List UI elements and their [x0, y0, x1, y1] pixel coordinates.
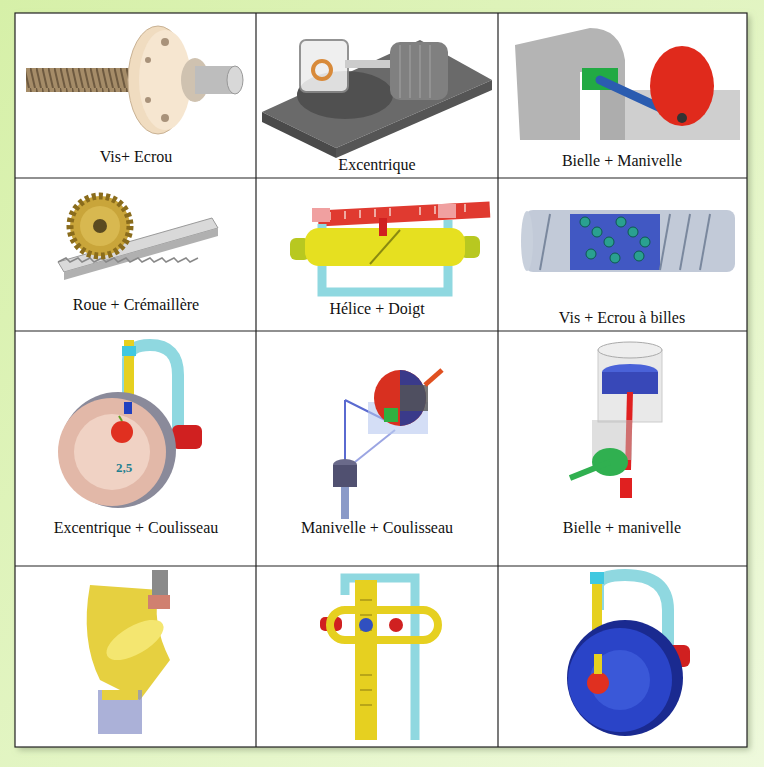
cell-caption: Vis+ Ecrou [100, 148, 173, 166]
dial-number: 2,5 [116, 461, 132, 475]
cell-caption: Excentrique + Coulisseau [54, 519, 219, 537]
cell-caption: Vis + Ecrou à billes [559, 309, 685, 327]
cell-caption: Bielle + Manivelle [562, 152, 682, 170]
cell-caption: Bielle + manivelle [563, 519, 681, 537]
cell-caption: Excentrique [338, 156, 415, 174]
cell-caption: Hélice + Doigt [329, 300, 424, 318]
cell-caption: Roue + Crémaillère [73, 296, 199, 314]
cell-caption: Manivelle + Coulisseau [301, 519, 453, 537]
